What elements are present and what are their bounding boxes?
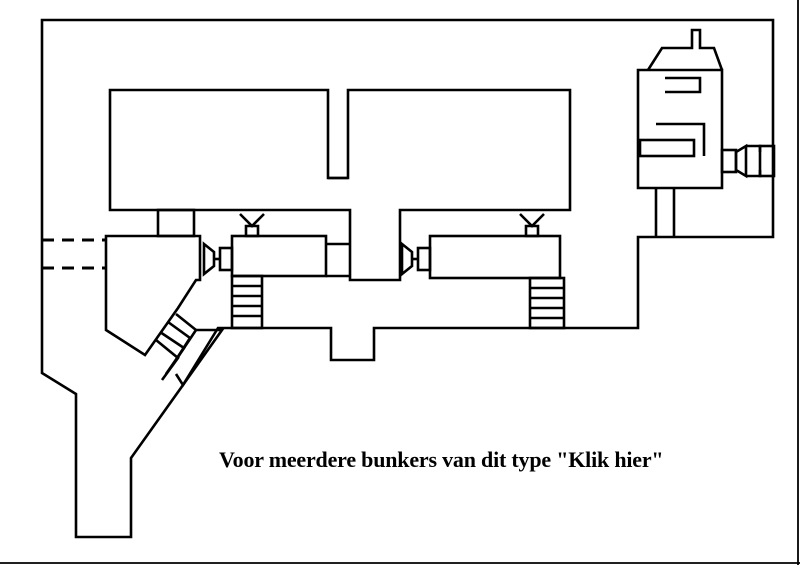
gun-mount-tower — [720, 143, 776, 179]
right-tower-room — [636, 28, 724, 237]
left-casemate — [104, 234, 202, 357]
left-connector — [156, 208, 196, 238]
diagonal-stairs — [155, 312, 225, 388]
gun-mount-right — [400, 213, 562, 280]
stairs-left — [230, 274, 264, 330]
stairs-right — [528, 276, 566, 330]
more-bunkers-link[interactable]: Voor meerdere bunkers van dit type "Klik… — [219, 447, 664, 472]
left-main-chamber — [108, 88, 572, 282]
caption: Voor meerdere bunkers van dit type "Klik… — [219, 447, 664, 473]
bunker-outer-wall — [40, 18, 775, 539]
gun-mount-left — [202, 213, 350, 278]
